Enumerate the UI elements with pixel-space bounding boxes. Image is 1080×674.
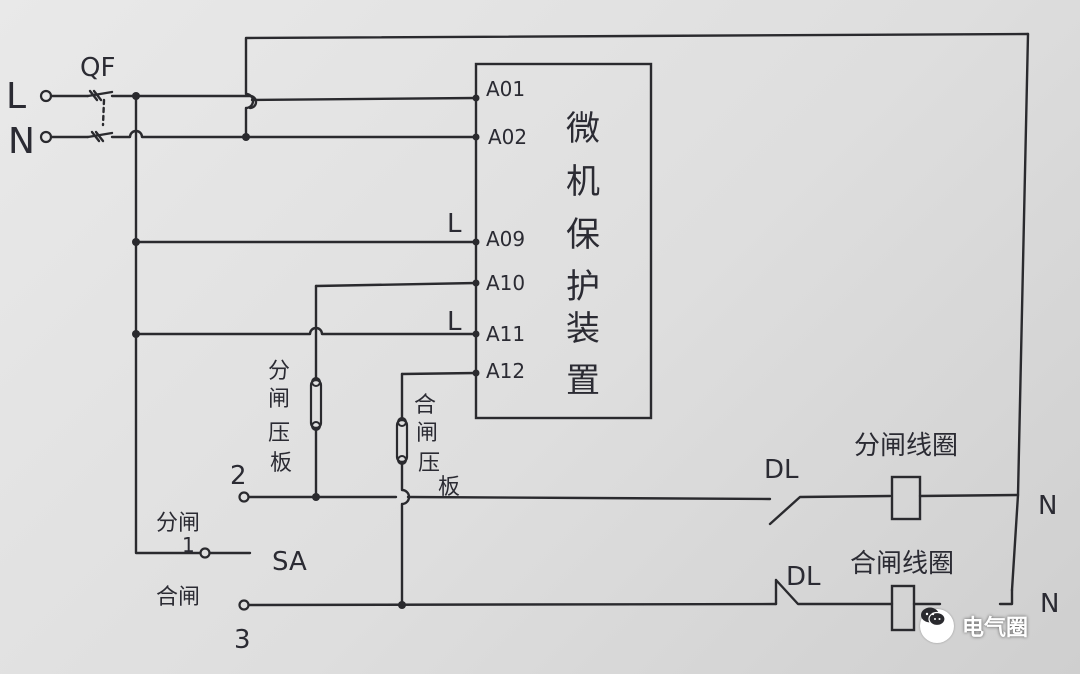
n-input-terminal — [39, 130, 53, 144]
protection-device-box — [474, 62, 653, 420]
wire-n-bus — [110, 129, 478, 139]
terminal-1-number: 1 — [182, 533, 195, 557]
dl-label-top: DL — [764, 455, 799, 485]
sa-trip-label: 分闸 — [156, 511, 200, 536]
terminal-2-number: 2 — [230, 461, 247, 491]
dl-label-bottom: DL — [786, 562, 821, 592]
close-plate-char-3: 压 — [418, 451, 440, 476]
wire-l-bus — [110, 94, 478, 110]
sa-label: SA — [272, 547, 307, 577]
n-input-label: N — [8, 121, 35, 162]
wire-close-coil-to-n — [912, 588, 1014, 606]
trip-plate-char-2: 闸 — [268, 387, 290, 412]
close-coil-symbol — [890, 584, 916, 632]
terminal-a01: A01 — [486, 77, 525, 101]
terminal-3-number: 3 — [234, 625, 251, 655]
wire-top-loop — [244, 32, 1030, 139]
wire-close-plate — [400, 372, 411, 607]
close-plate-char-2: 闸 — [416, 421, 438, 446]
l-input-label: L — [6, 76, 26, 117]
trip-plate-char-4: 板 — [270, 451, 292, 476]
dl-contact-close — [774, 578, 894, 606]
close-coil-label: 合闸线圈 — [850, 549, 954, 579]
l-input-terminal — [39, 89, 53, 103]
wire-a10 — [314, 281, 478, 288]
qf-contact-l — [86, 89, 114, 102]
wire-trip-circuit — [247, 495, 772, 501]
device-name-char-2: 机 — [566, 162, 600, 202]
trip-coil-label: 分闸线圈 — [854, 431, 958, 461]
qf-mechanical-link — [101, 98, 106, 127]
dl-contact-trip — [768, 494, 892, 526]
device-name-char-3: 保 — [566, 215, 600, 255]
terminal-3 — [238, 599, 250, 611]
wechat-icon — [920, 607, 954, 643]
l-marker-a11: L — [447, 307, 462, 337]
close-plate-symbol — [395, 418, 409, 464]
qf-contact-n — [86, 130, 114, 143]
device-name-char-5: 装 — [566, 309, 600, 349]
device-name-char-4: 护 — [566, 267, 600, 307]
terminal-a11: A11 — [486, 322, 525, 346]
watermark-text: 电气圈 — [962, 616, 1029, 641]
close-plate-char-4: 板 — [438, 475, 460, 500]
sa-close-label: 合闸 — [156, 585, 200, 610]
trip-plate-symbol — [309, 378, 323, 430]
trip-plate-char-3: 压 — [268, 421, 290, 446]
qf-label: QF — [80, 53, 115, 83]
watermark: 电气圈 — [920, 606, 1028, 646]
trip-plate-char-1: 分 — [268, 359, 290, 384]
terminal-2 — [238, 491, 250, 503]
l-marker-a09: L — [447, 209, 462, 239]
wire-a12 — [400, 371, 478, 376]
wire-close-circuit — [247, 602, 778, 607]
wire-a11 — [134, 326, 478, 336]
terminal-a02: A02 — [488, 125, 527, 149]
terminal-a10: A10 — [486, 271, 525, 295]
wire-l-vertical — [134, 94, 202, 555]
n-label-right-bottom: N — [1040, 589, 1059, 619]
device-name-char-1: 微 — [566, 109, 600, 149]
close-plate-char-1: 合 — [414, 393, 436, 418]
trip-coil-symbol — [890, 475, 922, 521]
terminal-a09: A09 — [486, 227, 525, 251]
device-name-char-6: 置 — [566, 361, 600, 401]
terminal-a12: A12 — [486, 359, 525, 383]
n-label-right-top: N — [1038, 491, 1057, 521]
wire-right-vertical — [1010, 32, 1030, 592]
terminal-1 — [199, 547, 211, 559]
wire-trip-coil-to-n — [918, 493, 1020, 498]
